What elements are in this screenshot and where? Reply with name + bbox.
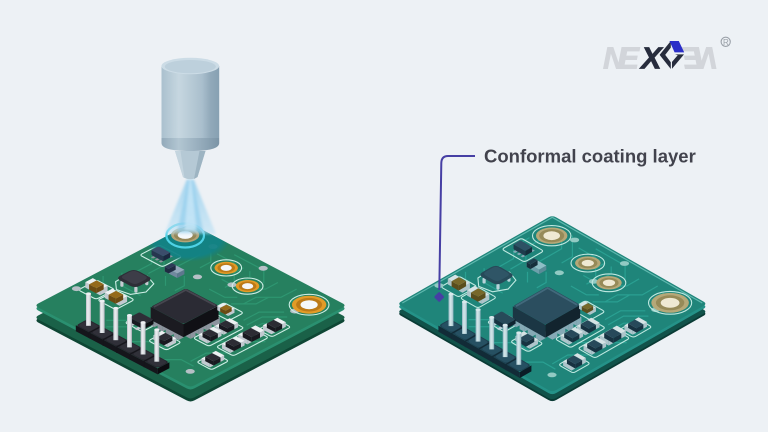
svg-text:X: X	[639, 41, 664, 76]
svg-text:NE: NE	[603, 41, 640, 76]
svg-text:NE: NE	[681, 41, 716, 76]
svg-text:Conformal coating layer: Conformal coating layer	[484, 146, 696, 167]
svg-text:R: R	[723, 38, 729, 47]
